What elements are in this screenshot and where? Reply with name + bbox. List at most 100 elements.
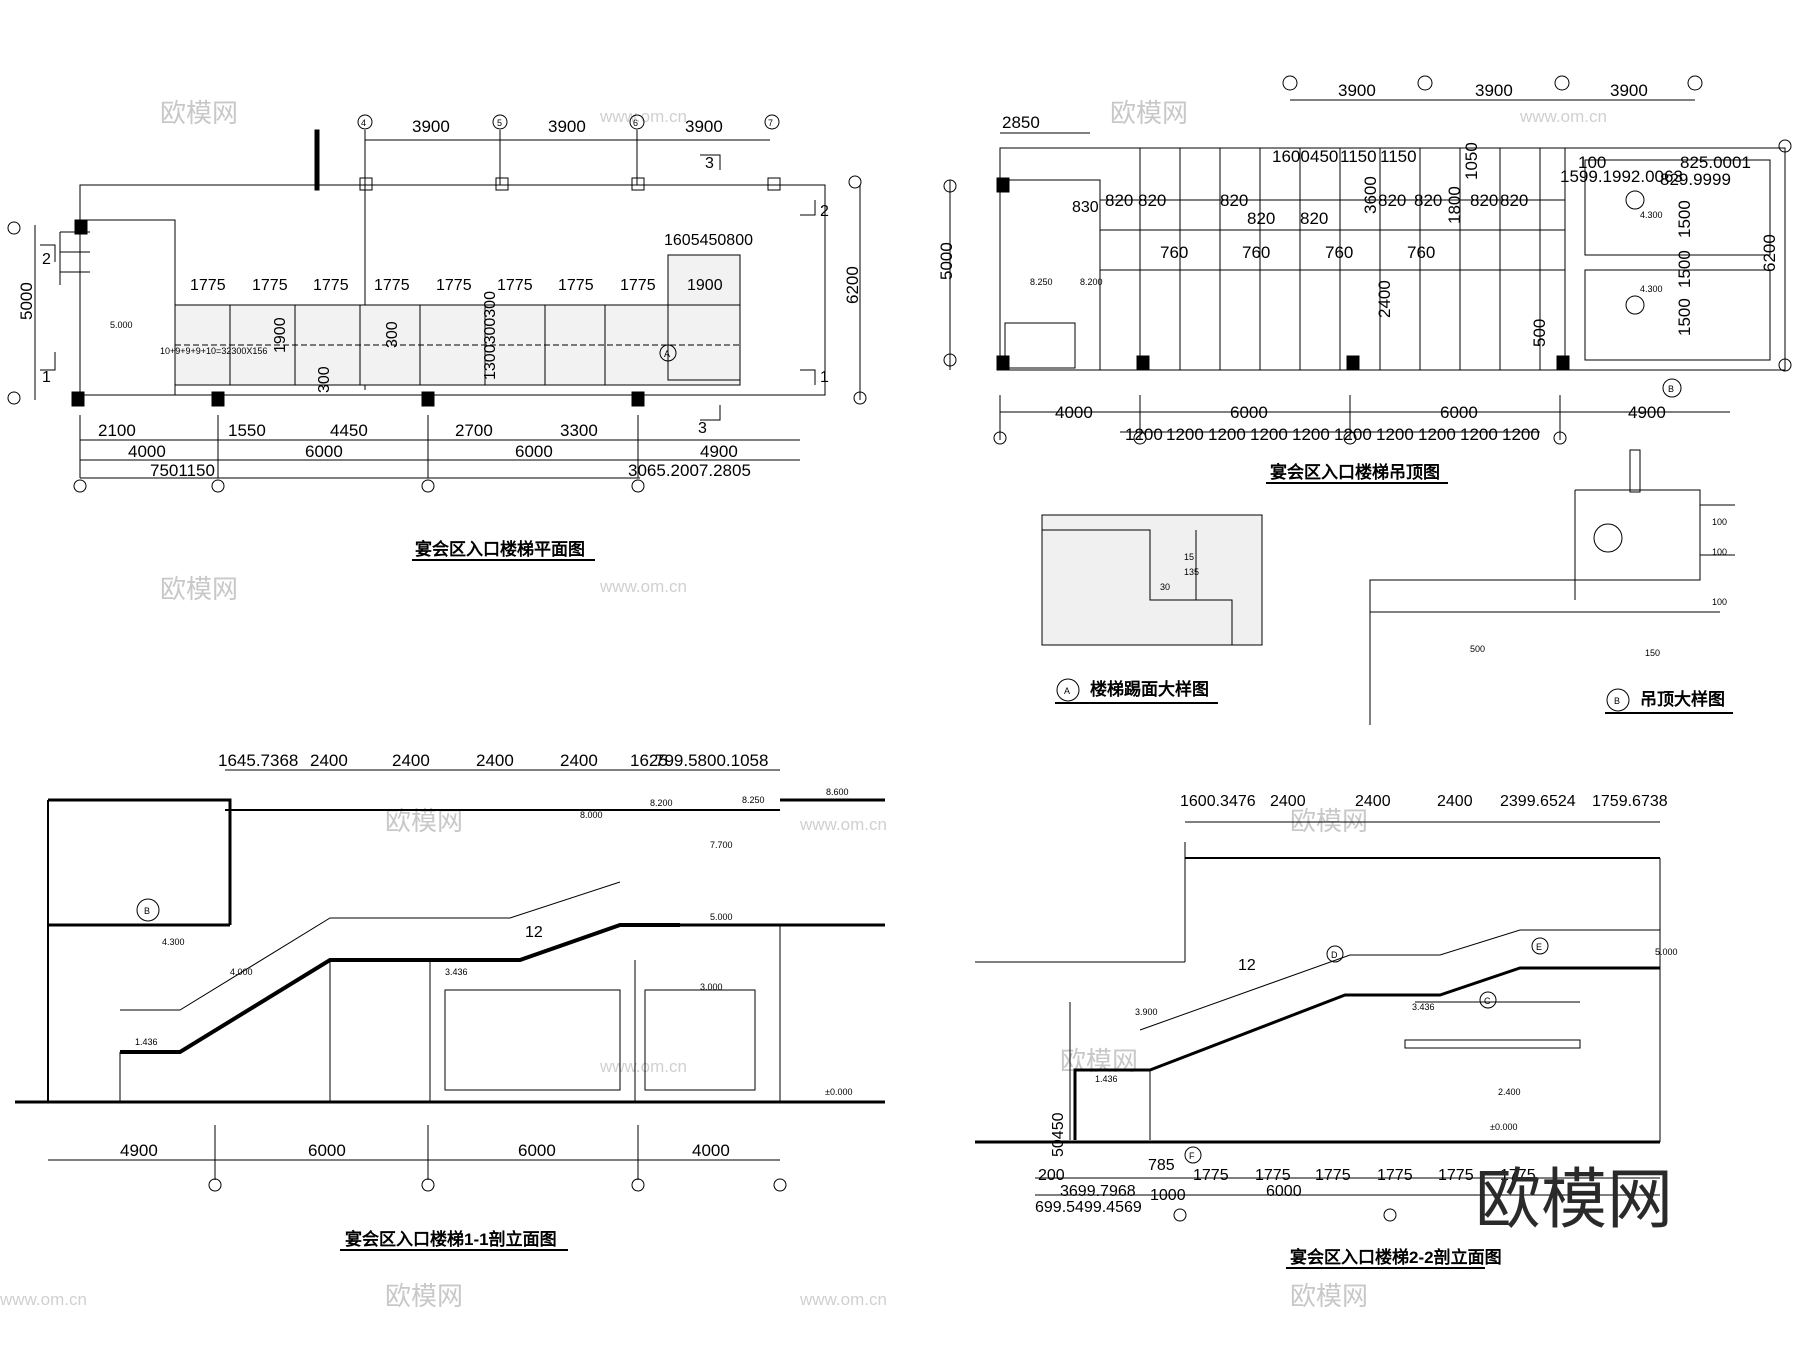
section2-level: 2.400 xyxy=(1498,1087,1521,1097)
section2-level: 5.000 xyxy=(1655,947,1678,957)
ceiling-left-top-dim: 2850 xyxy=(1002,113,1040,132)
section1-level: 3.436 xyxy=(445,967,468,977)
section2-drawing xyxy=(975,821,1661,1222)
plan-inner-dim: 1300300300 xyxy=(482,291,499,380)
watermark-layer: 欧模网 www.om.cn 欧模网 www.om.cn 欧模网 www.om.c… xyxy=(0,98,1607,1311)
section1-top-dim: 2400 xyxy=(310,751,348,770)
detail-b-dim: 100 xyxy=(1712,597,1727,607)
section1-top-dim: 2400 xyxy=(476,751,514,770)
detail-b-drawing xyxy=(1369,449,1735,725)
ceiling-row1-dim: 450 xyxy=(1310,147,1338,166)
section2-top-dim: 2400 xyxy=(1270,793,1306,810)
ceiling-row3-dim: 760 xyxy=(1160,243,1188,262)
watermark-text: 欧模网 xyxy=(1110,98,1188,128)
section2-bottom-dim: 200 xyxy=(1038,1167,1065,1184)
plan-elevation: 5.000 xyxy=(110,320,133,330)
plan-bottom-dim: 2700 xyxy=(455,421,493,440)
plan-bottom-dim: 6000 xyxy=(305,442,343,461)
section1-level: 3.000 xyxy=(700,982,723,992)
section2-mark: C xyxy=(1484,996,1491,1006)
section2-title: 宴会区入口楼梯2-2剖立面图 xyxy=(1290,1247,1502,1267)
plan-section-mark: 3 xyxy=(705,155,714,172)
ceiling-box-cluster: 1599.1992.0063 xyxy=(1560,167,1683,186)
watermark-text: 欧模网 xyxy=(1290,1281,1368,1311)
ceiling-bottom-dim2: 1200 xyxy=(1376,425,1414,444)
plan-detail-mark: A xyxy=(664,349,670,359)
section2-top-dim: 1759.6738 xyxy=(1592,793,1668,810)
detail-a-labels: 15 135 30 A 楼梯踢面大样图 xyxy=(1055,552,1218,704)
watermark-url: www.om.cn xyxy=(799,1290,887,1309)
plan-stair-formula: 10+9+9+9+10=32300X156 xyxy=(160,346,267,356)
ceiling-box-dim: 1500 xyxy=(1675,250,1694,288)
plan-landing-dim: 1900 xyxy=(687,277,723,294)
ceiling-bottom-dim2: 1200 xyxy=(1250,425,1288,444)
section1-top-dim: 2400 xyxy=(392,751,430,770)
ceiling-row2-dim: 820 xyxy=(1378,191,1406,210)
plan-bottom-dim: 7501150 xyxy=(150,461,215,480)
ceiling-bottom-dim: 4900 xyxy=(1628,403,1666,422)
ceiling-box-dim: 825.0001 xyxy=(1680,153,1751,172)
plan-section-mark: 1 xyxy=(820,369,829,386)
ceiling-box-dim: 100 xyxy=(1578,153,1606,172)
ceiling-row2-dim: 820 xyxy=(1220,191,1248,210)
ceiling-row3-dim: 760 xyxy=(1325,243,1353,262)
ceiling-bottom-dim2: 1200 xyxy=(1334,425,1372,444)
plan-section-mark: 3 xyxy=(698,420,707,437)
ceiling-plan-drawing xyxy=(943,75,1792,445)
ceiling-right-dim: 6200 xyxy=(1760,234,1779,272)
section2-mark: D xyxy=(1331,950,1338,960)
watermark-url: www.om.cn xyxy=(599,1057,687,1076)
detail-a-title: 楼梯踢面大样图 xyxy=(1090,679,1209,699)
watermark-text: 欧模网 xyxy=(160,574,238,604)
section2-bottom-dim: 1775 xyxy=(1377,1167,1413,1184)
ceiling-small-elev: 8.200 xyxy=(1080,277,1103,287)
ceiling-small-elev: 4.300 xyxy=(1640,284,1663,294)
ceiling-bottom-dim: 4000 xyxy=(1055,403,1093,422)
ceiling-row3-dim: 760 xyxy=(1407,243,1435,262)
plan-inner-dim: 300 xyxy=(316,366,333,393)
section2-level: 3.436 xyxy=(1412,1002,1435,1012)
ceiling-row2-dim: 820 xyxy=(1105,191,1133,210)
plan-bottom-dim: 1550 xyxy=(228,421,266,440)
ceiling-detail-mark: B xyxy=(1668,384,1674,394)
detail-b-dim: 500 xyxy=(1470,644,1485,654)
section1-detail-mark: B xyxy=(144,906,150,916)
ceiling-vert-dim: 500 xyxy=(1530,319,1549,347)
section1-bottom-dim: 4000 xyxy=(692,1141,730,1160)
section1-bottom-dim: 6000 xyxy=(308,1141,346,1160)
ceiling-top-dim: 3900 xyxy=(1338,81,1376,100)
plan-tread-dim: 1775 xyxy=(436,277,472,294)
ceiling-vert-dim: 3600 xyxy=(1361,176,1380,214)
site-logo: 欧模网 xyxy=(1475,1161,1673,1238)
plan-top-dim: 3900 xyxy=(412,117,450,136)
section2-bottom-dim: 1775 xyxy=(1500,1167,1536,1184)
ceiling-row1-dim: 1150 xyxy=(1340,147,1377,166)
watermark-url: www.om.cn xyxy=(799,815,887,834)
plan-inner-dim: 1900 xyxy=(272,317,289,353)
ceiling-row2-dim: 820 xyxy=(1470,191,1498,210)
section1-level: ±0.000 xyxy=(825,1087,852,1097)
section2-mark: E xyxy=(1536,942,1542,952)
plan-tread-dim: 1775 xyxy=(190,277,226,294)
ceiling-bottom-dim2: 1200 xyxy=(1292,425,1330,444)
detail-b-mark: B xyxy=(1614,696,1620,706)
section2-vert-dim: 50450 xyxy=(1050,1112,1067,1157)
watermark-text: 欧模网 xyxy=(1290,806,1368,836)
section1-drawing xyxy=(15,769,885,1192)
stair-plan-labels: 3900 3900 3900 1775 1775 1775 1775 1775 … xyxy=(17,117,862,561)
section2-level: ±0.000 xyxy=(1490,1122,1517,1132)
section1-level: 8.000 xyxy=(580,810,603,820)
ceiling-vert-dim: 1800 xyxy=(1445,186,1464,224)
watermark-url: www.om.cn xyxy=(599,577,687,596)
detail-a-drawing xyxy=(1041,514,1263,702)
section2-labels: 1600.3476 2400 2400 2400 2399.6524 1759.… xyxy=(1035,793,1678,1269)
ceiling-row2-dim: 820 xyxy=(1300,209,1328,228)
detail-a-mark: A xyxy=(1064,686,1070,696)
plan-axis-label: 4 xyxy=(361,118,366,128)
plan-tread-dim: 1775 xyxy=(620,277,656,294)
ceiling-row2-dim: 820 xyxy=(1500,191,1528,210)
plan-inner-dim: 300 xyxy=(384,321,401,348)
plan-bottom-dim: 4000 xyxy=(128,442,166,461)
section2-bottom-dim2: 1000 xyxy=(1150,1187,1186,1204)
section1-level: 8.600 xyxy=(826,787,849,797)
